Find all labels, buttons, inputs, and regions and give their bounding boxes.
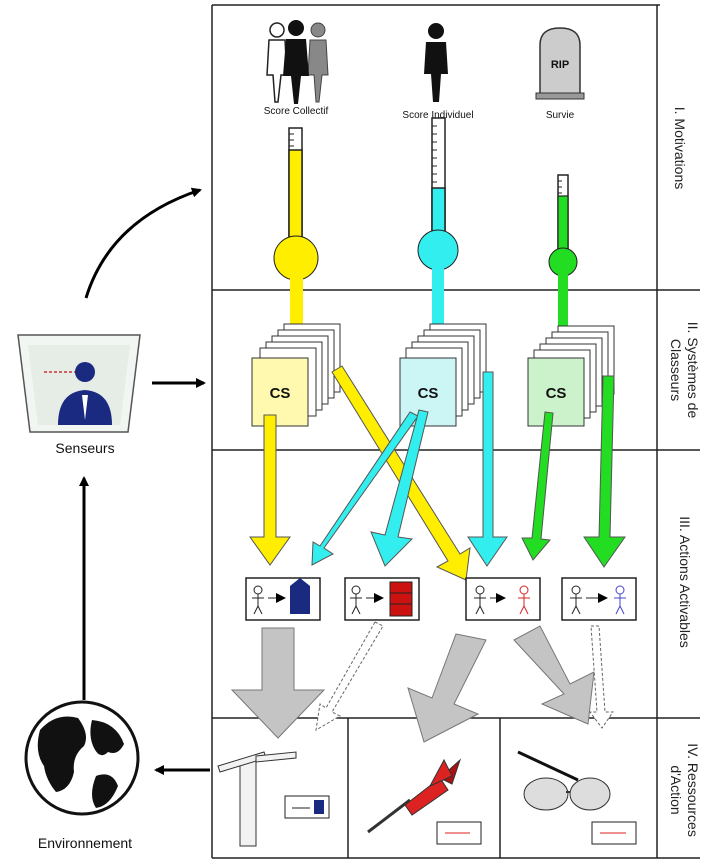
cs-label-individual: CS xyxy=(418,385,439,402)
classifier-stack-individual xyxy=(399,323,487,427)
section-label-classifiers-2: Classeurs xyxy=(668,339,684,401)
individual-score-label: Score Individuel xyxy=(402,110,473,121)
globe-icon xyxy=(24,700,140,816)
survival-label: Survie xyxy=(546,110,575,121)
cs-label-survival: CS xyxy=(546,385,567,402)
tombstone-icon: RIP xyxy=(535,27,585,100)
action-box-2 xyxy=(344,577,420,621)
pole-tool-icon xyxy=(217,751,330,847)
person-icon xyxy=(424,23,448,102)
sensors-label: Senseurs xyxy=(55,440,114,456)
sensor-person-icon xyxy=(17,334,141,433)
survival-to-action-arrows xyxy=(521,375,626,568)
dashed-resource-arrows xyxy=(315,621,614,731)
classifier-stack-collective xyxy=(251,323,341,427)
environment-label: Environnement xyxy=(38,835,132,851)
tombstone-text: RIP xyxy=(551,59,569,71)
cs-label-collective: CS xyxy=(270,385,291,402)
flow-arrows xyxy=(79,187,210,775)
classifier-stack-survival xyxy=(527,325,615,427)
section-label-motivations: I. Motivations xyxy=(672,107,688,189)
resource-arrows xyxy=(230,625,595,743)
collective-thermometer xyxy=(273,127,319,340)
collective-to-action-arrows xyxy=(249,365,471,581)
section-label-classifiers-1: II. Systèmes de xyxy=(685,322,701,419)
individual-thermometer xyxy=(417,117,459,338)
survival-thermometer xyxy=(548,174,578,340)
individual-to-action-arrows xyxy=(311,371,508,567)
action-box-4 xyxy=(561,577,637,621)
collective-score-label: Score Collectif xyxy=(264,106,329,117)
group-of-people-icon xyxy=(266,20,329,104)
section-label-resources-2: d'Action xyxy=(668,765,684,814)
dart-icon xyxy=(367,758,482,845)
section-label-actions: III. Actions Activables xyxy=(677,516,693,648)
action-box-3 xyxy=(465,577,541,621)
section-label-resources-1: IV. Ressources xyxy=(685,743,701,837)
glasses-icon xyxy=(517,750,637,845)
action-box-1 xyxy=(245,577,321,621)
